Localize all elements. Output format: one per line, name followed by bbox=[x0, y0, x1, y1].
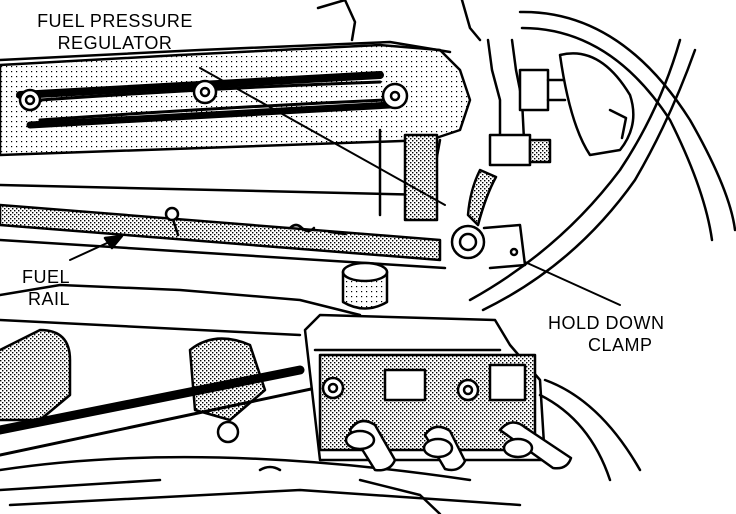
cover-bolt-3 bbox=[381, 82, 409, 110]
label-hold-down-clamp: HOLD DOWN CLAMP bbox=[548, 312, 708, 356]
coil-pack bbox=[303, 313, 642, 514]
oil-filler-cap bbox=[341, 261, 389, 310]
plug-wire-boots bbox=[344, 419, 573, 472]
lower-head bbox=[0, 283, 522, 507]
label-fuel-pressure-regulator: FUEL PRESSURE REGULATOR bbox=[30, 10, 200, 54]
label-fuel-rail: FUEL RAIL bbox=[10, 266, 70, 310]
cover-bolt-2 bbox=[192, 79, 218, 105]
label-line: CLAMP bbox=[588, 335, 653, 355]
regulator-assembly bbox=[450, 38, 635, 270]
valve-cover bbox=[0, 40, 472, 222]
cover-bolt-1 bbox=[18, 88, 42, 112]
label-line: RAIL bbox=[27, 289, 70, 309]
upper-bracket bbox=[316, 0, 482, 42]
label-line: REGULATOR bbox=[57, 33, 173, 53]
fuel-rail-tube bbox=[0, 203, 447, 270]
regulator-leader bbox=[199, 67, 446, 206]
vacuum-hose bbox=[468, 10, 736, 312]
fuel-rail-arrow bbox=[69, 234, 124, 261]
label-line: FUEL PRESSURE bbox=[37, 11, 193, 31]
clamp-leader bbox=[524, 261, 621, 306]
label-line: HOLD DOWN bbox=[548, 313, 665, 333]
label-line: FUEL bbox=[21, 267, 70, 287]
